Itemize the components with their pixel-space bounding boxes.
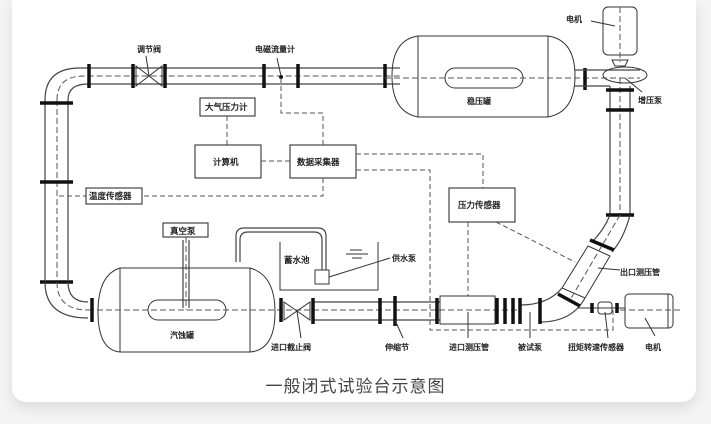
label-test-pump: 被试泵 bbox=[518, 342, 542, 352]
svg-text:压力传感器: 压力传感器 bbox=[458, 200, 501, 211]
bottom-pipe bbox=[283, 295, 542, 339]
svg-text:大气压力计: 大气压力计 bbox=[205, 102, 248, 113]
label-expansion-joint: 伸缩节 bbox=[384, 342, 409, 352]
svg-text:真空泵: 真空泵 bbox=[170, 226, 196, 237]
bottom-motor bbox=[620, 293, 680, 337]
label-torque-speed-sensor: 扭矩转速传感器 bbox=[568, 342, 625, 352]
label-inlet-stop-valve: 进口截止阀 bbox=[271, 342, 311, 352]
diagram-caption: 一般闭式试验台示意图 bbox=[265, 377, 446, 397]
svg-text:计算机: 计算机 bbox=[213, 157, 239, 168]
booster-pump bbox=[602, 66, 648, 93]
data-collector-box[interactable]: 数据采集器 bbox=[289, 144, 357, 179]
regulating-valve bbox=[135, 55, 163, 88]
label-em-flowmeter: 电磁流量计 bbox=[255, 44, 295, 54]
temp-sensor-box[interactable]: 温度传感器 bbox=[85, 187, 143, 205]
vacuum-pump-box[interactable]: 真空泵 bbox=[162, 222, 209, 238]
em-flowmeter bbox=[276, 57, 283, 79]
top-pipe bbox=[44, 64, 400, 101]
label-water-pump: 供水泵 bbox=[391, 253, 416, 263]
top-motor bbox=[590, 6, 638, 67]
pressure-sensor-box[interactable]: 压力传感器 bbox=[448, 187, 516, 223]
label-motor-top: 电机 bbox=[566, 14, 582, 24]
label-motor-bottom: 电机 bbox=[645, 342, 661, 352]
pressure-stabilizer-tank bbox=[385, 35, 640, 118]
barometer-box[interactable]: 大气压力计 bbox=[199, 97, 256, 117]
cavitation-tank bbox=[88, 267, 520, 353]
label-regulating-valve: 调节阀 bbox=[137, 44, 161, 54]
water-tank: 蓄水池 bbox=[279, 242, 391, 291]
right-pipe bbox=[519, 78, 634, 323]
torque-speed-sensor bbox=[578, 301, 625, 339]
svg-text:蓄水池: 蓄水池 bbox=[284, 255, 310, 266]
left-pipe bbox=[40, 100, 89, 319]
label-outlet-pressure-tube: 出口测压管 bbox=[620, 267, 660, 277]
label-booster-pump: 增压泵 bbox=[638, 95, 662, 105]
label-inlet-pressure-tube: 进口测压管 bbox=[449, 342, 489, 352]
label-pressure-stabilizer: 稳压罐 bbox=[467, 96, 491, 106]
svg-text:数据采集器: 数据采集器 bbox=[297, 157, 340, 168]
computer-box[interactable]: 计算机 bbox=[194, 144, 262, 179]
svg-text:温度传感器: 温度传感器 bbox=[89, 191, 132, 202]
label-cavitation-tank: 汽蚀罐 bbox=[170, 330, 194, 340]
